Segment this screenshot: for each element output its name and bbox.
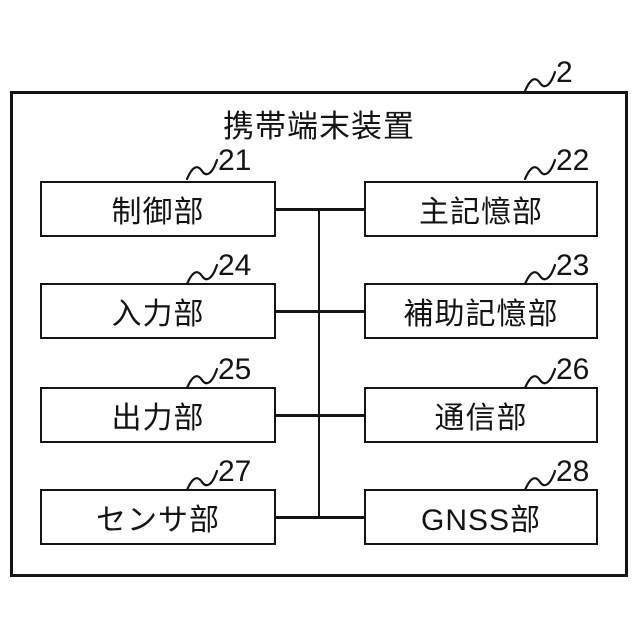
ref-number: 24 [218,249,252,282]
ref-number: 26 [556,353,590,386]
lead-squiggle-icon [524,469,556,491]
ref-label-main-memory-unit: 22 [524,146,589,180]
block-label: GNSS部 [420,504,542,537]
block-input-unit: 入力部 [40,283,276,339]
block-auxiliary-memory-unit: 補助記憶部 [364,283,598,339]
ref-label-auxiliary-memory-unit: 23 [524,251,589,285]
lead-squiggle-icon [524,367,556,389]
lead-squiggle-icon [186,367,218,389]
block-label: 入力部 [111,298,205,331]
ref-number: 27 [218,455,252,488]
block-label: 通信部 [434,402,528,435]
lead-squiggle-icon [524,158,556,180]
block-label: センサ部 [96,504,220,537]
ref-label-output-unit: 25 [186,355,251,389]
lead-squiggle-icon [186,469,218,491]
figure-title: 携帯端末装置 [223,109,415,144]
device-outline [10,91,628,577]
ref-label-communication-unit: 26 [524,355,589,389]
lead-squiggle-icon [186,158,218,180]
block-label: 補助記憶部 [403,298,559,331]
block-main-memory-unit: 主記憶部 [364,181,598,237]
block-label: 出力部 [111,402,205,435]
block-label: 主記憶部 [419,196,543,229]
ref-label-sensor-unit: 27 [186,457,251,491]
ref-number: 22 [556,144,590,177]
lead-squiggle-icon [524,263,556,285]
ref-label-gnss-unit: 28 [524,457,589,491]
lead-squiggle-icon [186,263,218,285]
ref-number: 25 [218,353,252,386]
block-communication-unit: 通信部 [364,387,598,443]
block-gnss-unit: GNSS部 [364,489,598,545]
block-label: 制御部 [111,196,205,229]
block-output-unit: 出力部 [40,387,276,443]
ref-label-control-unit: 21 [186,146,251,180]
ref-number: 21 [218,144,252,177]
block-sensor-unit: センサ部 [40,489,276,545]
ref-number: 2 [556,56,573,89]
block-control-unit: 制御部 [40,181,276,237]
ref-number: 28 [556,455,590,488]
ref-label-device: 2 [524,58,573,92]
bus-vertical-line [317,209,321,518]
ref-number: 23 [556,249,590,282]
lead-squiggle-icon [524,70,556,92]
ref-label-input-unit: 24 [186,251,251,285]
